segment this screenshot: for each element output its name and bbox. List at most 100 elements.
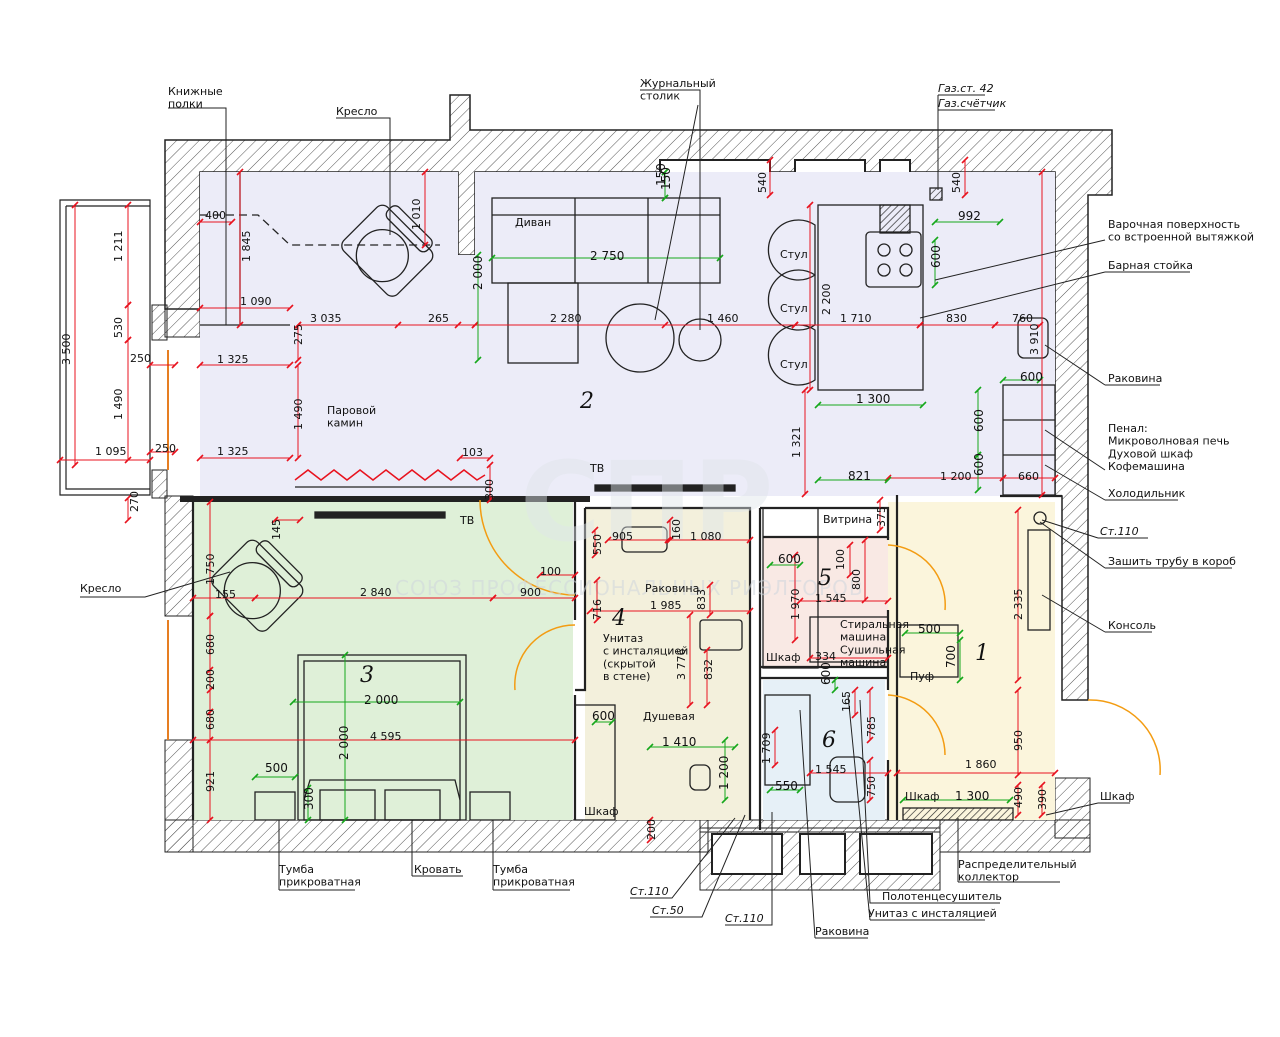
dimension-green-value: 150 (654, 163, 668, 186)
dimension-red-value: 1 080 (690, 530, 722, 543)
dimension-red-tick (706, 611, 714, 619)
label-sink-bath: Раковина (645, 582, 699, 595)
dimension-red-value: 1 095 (95, 445, 127, 458)
dimension-red-value: 300 (483, 479, 496, 500)
room-number-6: 6 (822, 728, 836, 753)
dimension-red-tick (171, 361, 179, 369)
dimension-red-tick (1038, 168, 1046, 176)
dimension-red-tick (1038, 781, 1046, 789)
dimension-red-tick (1014, 676, 1022, 684)
dimension-green-tick (796, 786, 804, 794)
dimension-red-tick (646, 836, 654, 844)
dimension-red-tick (196, 218, 204, 226)
dimension-green-tick (1036, 376, 1044, 384)
dimension-red-tick (686, 701, 694, 709)
dimension-red-tick (228, 218, 236, 226)
dimension-red-tick (884, 597, 892, 605)
dimension-red-tick (124, 494, 132, 502)
label-gas-meter: Газ.счётчик (938, 97, 1007, 110)
dimension-green-value: 2 000 (364, 693, 398, 707)
dimension-red-value: 1 970 (789, 589, 802, 621)
dimension-red-tick (571, 736, 579, 744)
dimension-green-tick (646, 743, 654, 751)
dimension-red-tick (916, 321, 924, 329)
label-chair-3: Стул (780, 358, 808, 371)
dimension-green-tick (721, 736, 729, 744)
dimension-red-tick (286, 361, 294, 369)
fireplace-icon (294, 469, 486, 481)
label-chair-2: Стул (780, 302, 808, 315)
dimension-green-value: 1 410 (662, 735, 696, 749)
dimension-red-value: 2 840 (360, 586, 392, 599)
dimension-red-tick (604, 536, 612, 544)
living-room-fill (200, 172, 1055, 496)
dimension-green-tick (291, 773, 299, 781)
dimension-red-value: 3 035 (310, 312, 342, 325)
dimension-red-tick (801, 490, 809, 498)
label-riser-110-b1: Ст.110 (630, 885, 669, 898)
dimension-red-tick (866, 686, 874, 694)
dimension-red-tick (421, 241, 429, 249)
bookshelves-icon (200, 214, 440, 246)
dimension-red-tick (1051, 474, 1059, 482)
label-riser-110-b2: Ст.110 (725, 912, 764, 925)
label-box-pipe: Зашить трубу в короб (1108, 555, 1236, 568)
dimension-green-tick (956, 629, 964, 637)
dimension-red-value: 680 (204, 634, 217, 655)
dimension-green-tick (716, 254, 724, 262)
dimension-red-tick (1051, 769, 1059, 777)
dimension-green-tick (474, 356, 482, 364)
bathroom-fill (585, 508, 750, 820)
dimension-red-tick (893, 769, 901, 777)
dimension-red-tick (251, 594, 259, 602)
dimension-red-tick (801, 386, 809, 394)
dimension-red-tick (171, 448, 179, 456)
room-number-3: 3 (360, 663, 374, 688)
dimension-red-tick (56, 456, 64, 464)
dimension-red-tick (294, 454, 302, 462)
dimension-green-value: 2 750 (590, 249, 624, 263)
dimension-red-tick (146, 361, 154, 369)
dimension-red-value: 1 090 (240, 295, 272, 308)
dimension-red-value: 1 010 (410, 199, 423, 231)
dimension-red-tick (746, 536, 754, 544)
dimension-red-value: 1 211 (112, 231, 125, 263)
dimension-red-value: 1 490 (112, 389, 125, 421)
dimension-red-tick (796, 597, 804, 605)
dimension-red-tick (206, 816, 214, 824)
dimension-red-tick (593, 576, 601, 584)
room-number-4: 4 (611, 606, 626, 631)
room-numbers: 1 2 3 4 5 6 (360, 389, 989, 753)
console-icon (1027, 529, 1051, 631)
dimension-red-tick (536, 571, 544, 579)
label-console: Консоль (1108, 619, 1156, 632)
label-towel-dryer: Полотенцесушитель (882, 890, 1002, 903)
dimension-red-value: 830 (946, 312, 967, 325)
dimension-red-tick (146, 448, 154, 456)
dimension-red-tick (206, 666, 214, 674)
dimension-red-tick (206, 612, 214, 620)
dimension-green-tick (766, 561, 774, 569)
dimension-green-value: 1 300 (955, 789, 989, 803)
dimension-green-tick (721, 796, 729, 804)
dimension-red-value: 760 (1012, 312, 1033, 325)
label-bed: Кровать (414, 863, 462, 876)
dimension-red-tick (706, 581, 714, 589)
dimension-green-tick (974, 451, 982, 459)
dimension-green-tick (661, 194, 669, 202)
dimension-red-value: 1 490 (292, 399, 305, 431)
dimension-red-tick (666, 516, 674, 524)
dimension-red-value: 100 (834, 549, 847, 570)
dimension-red-tick (593, 616, 601, 624)
dimension-green-value: 500 (918, 622, 941, 636)
dimension-red-tick (771, 761, 779, 769)
dimension-red-tick (846, 571, 854, 579)
dimension-red-value: 1 710 (840, 312, 872, 325)
door-icon (479, 499, 576, 596)
laundry-fill (763, 537, 888, 667)
